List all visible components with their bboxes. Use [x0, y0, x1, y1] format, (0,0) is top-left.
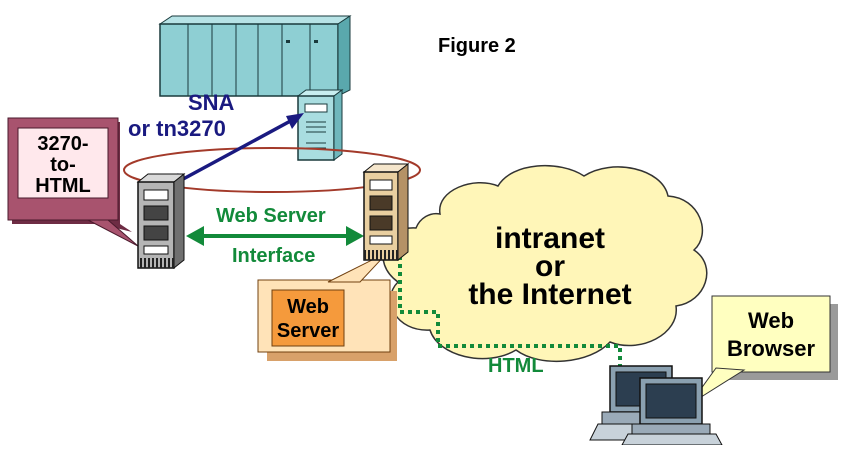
- html-link-label: HTML: [488, 355, 544, 377]
- mainframe-icon: [158, 15, 352, 97]
- cloud-label-line3: the Internet: [468, 278, 631, 311]
- cloud-label-line1: intranet: [495, 222, 605, 255]
- gateway-label-line3: HTML: [35, 175, 91, 197]
- interface-label-line2: Interface: [232, 245, 315, 267]
- sna-label: SNA: [188, 90, 235, 115]
- browser-box-line2: Browser: [727, 336, 815, 361]
- browser-box-line1: Web: [748, 308, 794, 333]
- html-link-path: [398, 256, 622, 378]
- gateway-label-line2: to-: [50, 154, 76, 176]
- cloud-label-line2: or: [535, 250, 565, 283]
- tn3270-label: or tn3270: [128, 116, 226, 141]
- front-end-processor-icon: [296, 89, 344, 161]
- web-server-box-line2: Server: [277, 320, 339, 342]
- gateway-server-icon: [136, 172, 186, 270]
- web-server-callout: Web Server: [257, 251, 397, 361]
- figure-label: Figure 2: [438, 35, 516, 57]
- gateway-label-line1: 3270-: [37, 133, 88, 155]
- interface-label-line1: Web Server: [216, 205, 326, 227]
- web-server-box-line1: Web: [287, 296, 329, 318]
- web-server-icon: [362, 162, 410, 262]
- gateway-callout: 3270- to- HTML: [7, 117, 139, 247]
- internet-cloud: intranet or the Internet: [382, 164, 708, 363]
- interface-connection-arrow: [186, 226, 364, 246]
- browser-callout: Web Browser: [689, 295, 838, 405]
- lan-ring: [123, 147, 421, 193]
- workstation-icon: [621, 377, 723, 446]
